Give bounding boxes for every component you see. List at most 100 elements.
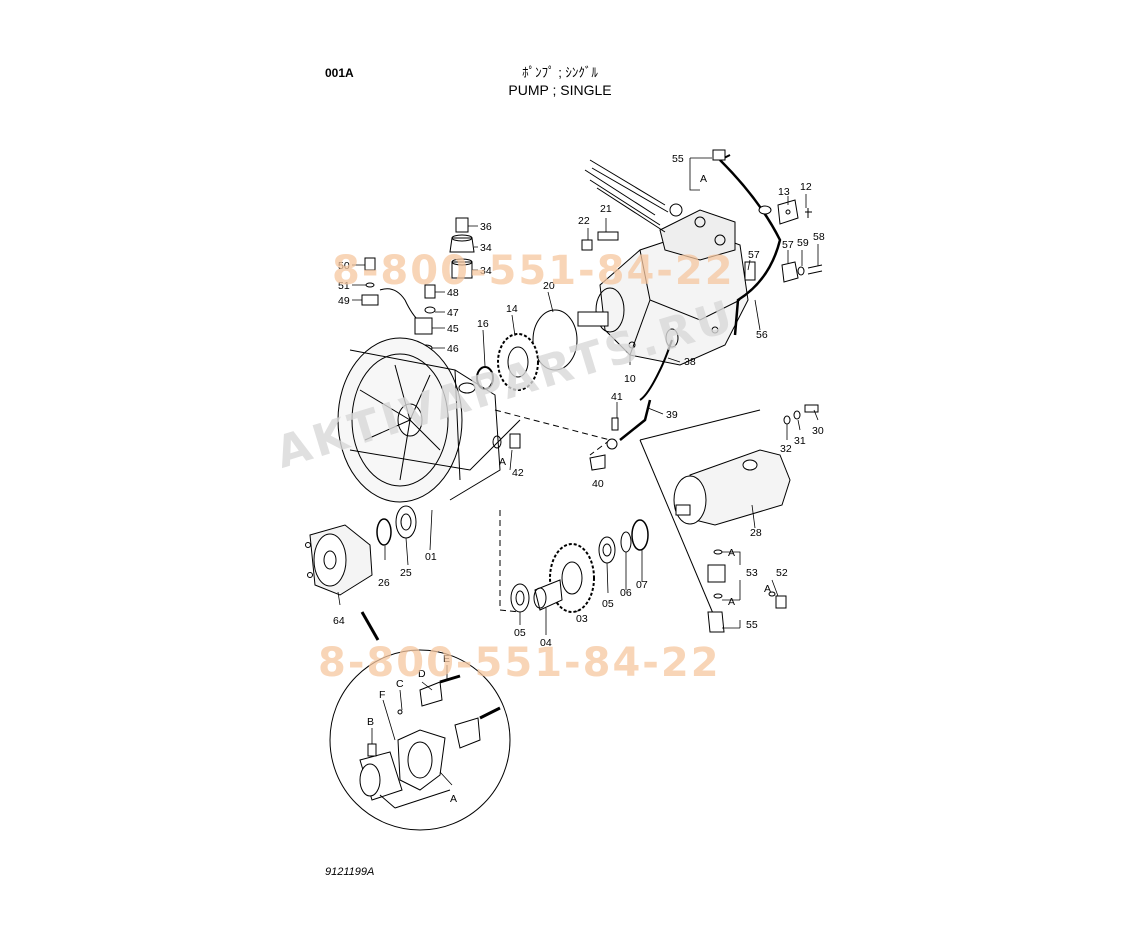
sensor-cable — [379, 288, 421, 323]
callout-38: 38 — [684, 356, 696, 368]
callout-A-53-top: A — [728, 547, 735, 559]
callout-34-top: 34 — [480, 242, 492, 254]
callout-leaders — [337, 157, 819, 786]
bolt-58 — [807, 264, 823, 275]
callout-05-left: 05 — [514, 627, 526, 639]
drawing-id: 9121199A — [325, 866, 375, 878]
callout-64: 64 — [333, 615, 345, 627]
callout-B: B — [367, 716, 374, 728]
bolt-48 — [424, 284, 436, 299]
bracket-13 — [777, 199, 799, 225]
main-pump-body — [577, 159, 749, 366]
callout-47: 47 — [447, 307, 459, 319]
detail-pointer — [360, 611, 380, 641]
callout-52: 52 — [776, 567, 788, 579]
callout-39: 39 — [666, 409, 678, 421]
bolt-50 — [364, 257, 376, 271]
callout-55: 55 — [672, 153, 684, 165]
callout-01: 01 — [425, 551, 437, 563]
callout-13: 13 — [778, 186, 790, 198]
callout-26: 26 — [378, 577, 390, 589]
callout-30: 30 — [812, 425, 824, 437]
callout-A-housing: A — [499, 456, 506, 468]
snap-ring-26 — [376, 518, 392, 546]
callout-C: C — [396, 678, 404, 690]
fitting-55 — [707, 611, 725, 633]
title-english: PUMP ; SINGLE — [508, 82, 612, 98]
plug-stack-36-34 — [449, 217, 475, 279]
callout-59: 59 — [797, 237, 809, 249]
callout-04: 04 — [540, 637, 552, 649]
callout-49: 49 — [338, 295, 350, 307]
bolt-12 — [805, 208, 812, 218]
callout-A-55: A — [728, 596, 735, 608]
callout-46: 46 — [447, 343, 459, 355]
callout-03: 03 — [576, 613, 588, 625]
fitting-55-top — [712, 149, 726, 161]
callout-36: 36 — [480, 221, 492, 233]
callout-55-bottom: 55 — [746, 619, 758, 631]
clip-40 — [589, 454, 606, 471]
bolt-41 — [611, 417, 619, 431]
callout-34-bottom: 34 — [480, 265, 492, 277]
callout-51: 51 — [338, 280, 350, 292]
washer-47 — [424, 306, 436, 314]
callout-57-pump: 57 — [748, 249, 760, 261]
callout-A: A — [700, 173, 707, 185]
callout-48: 48 — [447, 287, 459, 299]
gear-pump-28 — [673, 449, 791, 526]
housing-01 — [337, 337, 501, 503]
callout-16: 16 — [477, 318, 489, 330]
pipe-56 — [719, 159, 782, 336]
plug-52 — [775, 595, 787, 609]
callout-06: 06 — [620, 587, 632, 599]
elbow-53 — [707, 564, 726, 583]
callout-31: 31 — [794, 435, 806, 447]
snap-ring-16 — [476, 366, 494, 390]
callout-05-right: 05 — [602, 598, 614, 610]
callout-10: 10 — [624, 373, 636, 385]
callout-A-52: A — [764, 583, 771, 595]
phone-watermark-top: 8-800-551-84-22 — [332, 248, 735, 294]
washer-59 — [797, 266, 805, 276]
callout-53: 53 — [746, 567, 758, 579]
washer-31 — [793, 410, 801, 420]
spacer-06 — [620, 531, 632, 553]
callout-28: 28 — [750, 527, 762, 539]
bearing-05-right — [598, 536, 616, 564]
callout-22: 22 — [578, 215, 590, 227]
bracket-57 — [781, 261, 799, 283]
snap-ring-07 — [631, 519, 649, 551]
oring-20 — [532, 309, 578, 371]
seal-25 — [395, 505, 417, 539]
pipe-39 — [619, 399, 652, 441]
washer-32 — [783, 415, 791, 425]
callout-41: 41 — [611, 391, 623, 403]
callout-20: 20 — [543, 280, 555, 292]
gear-14 — [497, 333, 539, 391]
callout-56: 56 — [756, 329, 768, 341]
coupling-detail — [329, 649, 511, 831]
callout-D: D — [418, 668, 426, 680]
callout-25: 25 — [400, 567, 412, 579]
callout-21: 21 — [600, 203, 612, 215]
callout-32: 32 — [780, 443, 792, 455]
callout-50: 50 — [338, 260, 350, 272]
callout-E: E — [443, 653, 450, 665]
clamp-49 — [361, 294, 379, 306]
callout-57: 57 — [782, 239, 794, 251]
title-japanese: ﾎﾟﾝﾌﾟ ; ｼﾝｸﾞﾙ — [522, 65, 598, 80]
callout-07: 07 — [636, 579, 648, 591]
callout-14: 14 — [506, 303, 518, 315]
callout-45: 45 — [447, 323, 459, 335]
callout-40: 40 — [592, 478, 604, 490]
diagram-code: 001A — [325, 66, 354, 80]
plug-42 — [509, 433, 521, 449]
callout-F: F — [379, 689, 385, 701]
dipstick-38 — [639, 339, 673, 401]
washer-22 — [581, 239, 593, 251]
sensor-45 — [414, 317, 433, 335]
phone-watermark-bottom: 8-800-551-84-22 — [318, 640, 721, 686]
bolt-30 — [804, 404, 819, 413]
